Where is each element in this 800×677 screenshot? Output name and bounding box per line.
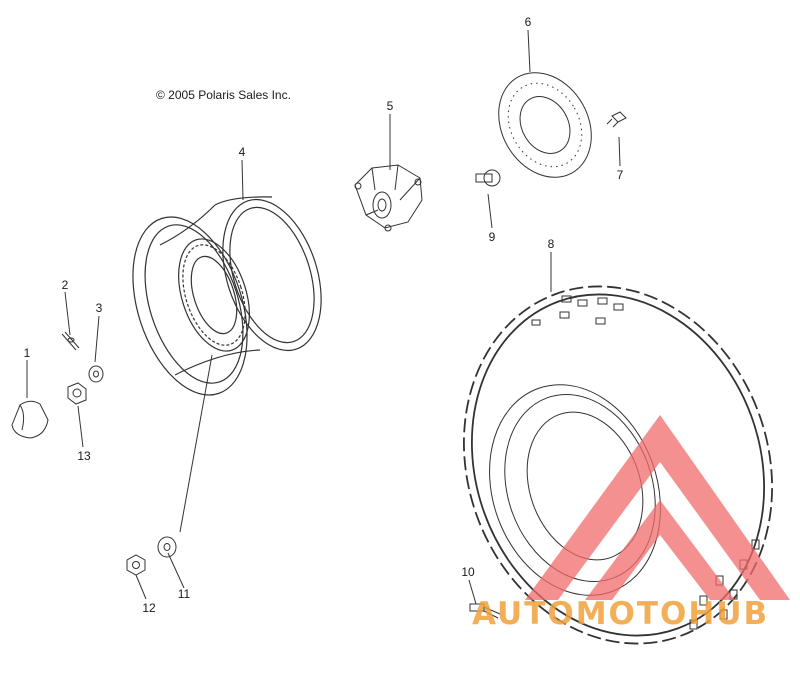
leader-lines <box>26 29 621 605</box>
stud-bolt-part <box>475 169 501 187</box>
lug-nut-part <box>126 554 146 576</box>
callout-2: 2 <box>61 278 69 292</box>
washer-large-part <box>157 536 177 558</box>
wheel-hub-part <box>354 164 423 232</box>
callout-7: 7 <box>616 168 624 182</box>
callout-3: 3 <box>95 301 103 315</box>
castle-nut-part <box>67 382 87 405</box>
callout-9: 9 <box>488 230 496 244</box>
bolt-small-part <box>606 111 627 128</box>
callout-1: 1 <box>23 346 31 360</box>
wheel-rim-part <box>132 196 322 396</box>
callout-5: 5 <box>386 99 394 113</box>
automotohub-logo <box>525 415 790 600</box>
hub-cap-part <box>11 400 49 439</box>
callout-11: 11 <box>177 587 191 601</box>
callout-4: 4 <box>238 145 246 159</box>
valve-bolt-part <box>469 603 501 619</box>
watermark-label: AUTOMOTOHUB <box>472 596 769 632</box>
callout-8: 8 <box>547 237 555 251</box>
callout-6: 6 <box>524 15 532 29</box>
brake-disc-part <box>498 72 592 178</box>
copyright-notice: © 2005 Polaris Sales Inc. <box>156 88 291 102</box>
callout-10: 10 <box>461 565 475 579</box>
cotter-pin-part <box>61 331 80 351</box>
callout-13: 13 <box>77 449 91 463</box>
washer-small-part <box>88 365 104 383</box>
tire-part <box>463 285 773 645</box>
callout-12: 12 <box>142 601 156 615</box>
